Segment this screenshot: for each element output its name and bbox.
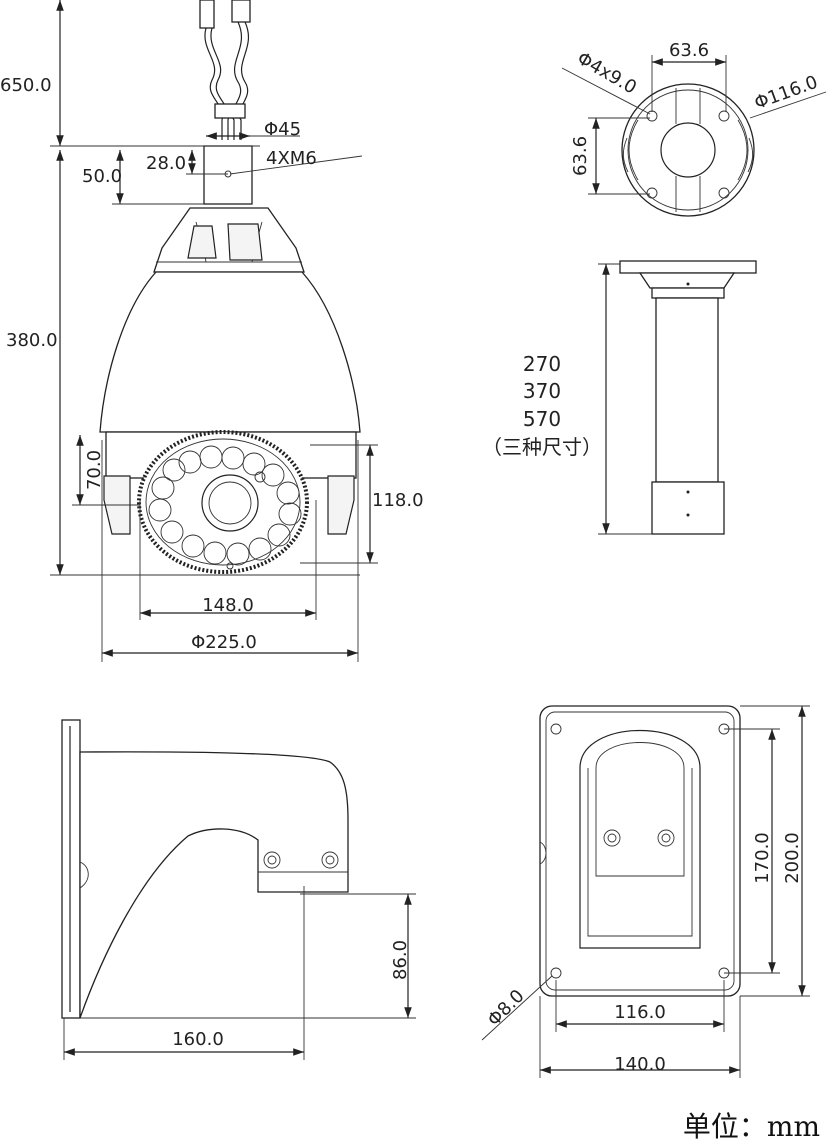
dim-bracket-outer-width: 140.0 xyxy=(614,1054,666,1075)
dim-flange-hole-spacing-v: 63.6 xyxy=(570,136,591,176)
dim-window-width: 148.0 xyxy=(202,595,254,616)
dim-bracket-inner-width: 116.0 xyxy=(614,1002,666,1023)
cable-drawing xyxy=(199,0,251,140)
dim-neck-height: 50.0 xyxy=(82,166,122,187)
pole-length-370: 370 xyxy=(523,379,561,403)
dim-screw-spec: 4XM6 xyxy=(266,148,317,169)
dim-bracket-depth: 160.0 xyxy=(172,1029,224,1050)
dim-cable-length: 650.0 xyxy=(0,75,52,96)
dim-window-height: 118.0 xyxy=(372,490,424,511)
dim-neck-diameter: Φ45 xyxy=(264,119,301,140)
camera-neck xyxy=(203,145,253,205)
pole-side-view: 270 370 570 （三种尺寸） xyxy=(482,260,757,535)
dim-ir-height: 70.0 xyxy=(84,450,105,490)
dim-bracket-outer-height: 200.0 xyxy=(782,832,803,884)
dim-total-height: 380.0 xyxy=(6,330,58,351)
unit-label: 单位：mm xyxy=(683,1110,820,1143)
pole-length-570: 570 xyxy=(523,407,561,431)
dim-body-diameter: Φ225.0 xyxy=(191,632,257,653)
pole-length-note: （三种尺寸） xyxy=(482,435,602,459)
ir-led-ring xyxy=(148,445,302,566)
dim-neck-inner: 28.0 xyxy=(146,153,186,174)
bracket-back-view: 170.0 200.0 116.0 140.0 Φ8.0 xyxy=(481,705,810,1078)
dim-flange-outer-diameter: Φ116.0 xyxy=(752,72,821,114)
dim-bracket-height: 86.0 xyxy=(390,940,411,980)
camera-front-view: 650.0 380.0 50.0 28.0 Φ45 4XM6 70.0 118.… xyxy=(0,0,424,662)
camera-lens xyxy=(201,474,259,532)
pole-length-270: 270 xyxy=(523,352,561,376)
flange-top-view: 63.6 Φ4x9.0 Φ116.0 63.6 xyxy=(561,40,827,217)
bracket-side-view: 86.0 160.0 xyxy=(61,719,416,1060)
dim-bracket-inner-height: 170.0 xyxy=(752,832,773,884)
dim-bracket-hole-diameter: Φ8.0 xyxy=(484,986,529,1031)
camera-dome-body xyxy=(99,271,361,433)
dim-flange-hole-spacing-h: 63.6 xyxy=(669,40,709,61)
